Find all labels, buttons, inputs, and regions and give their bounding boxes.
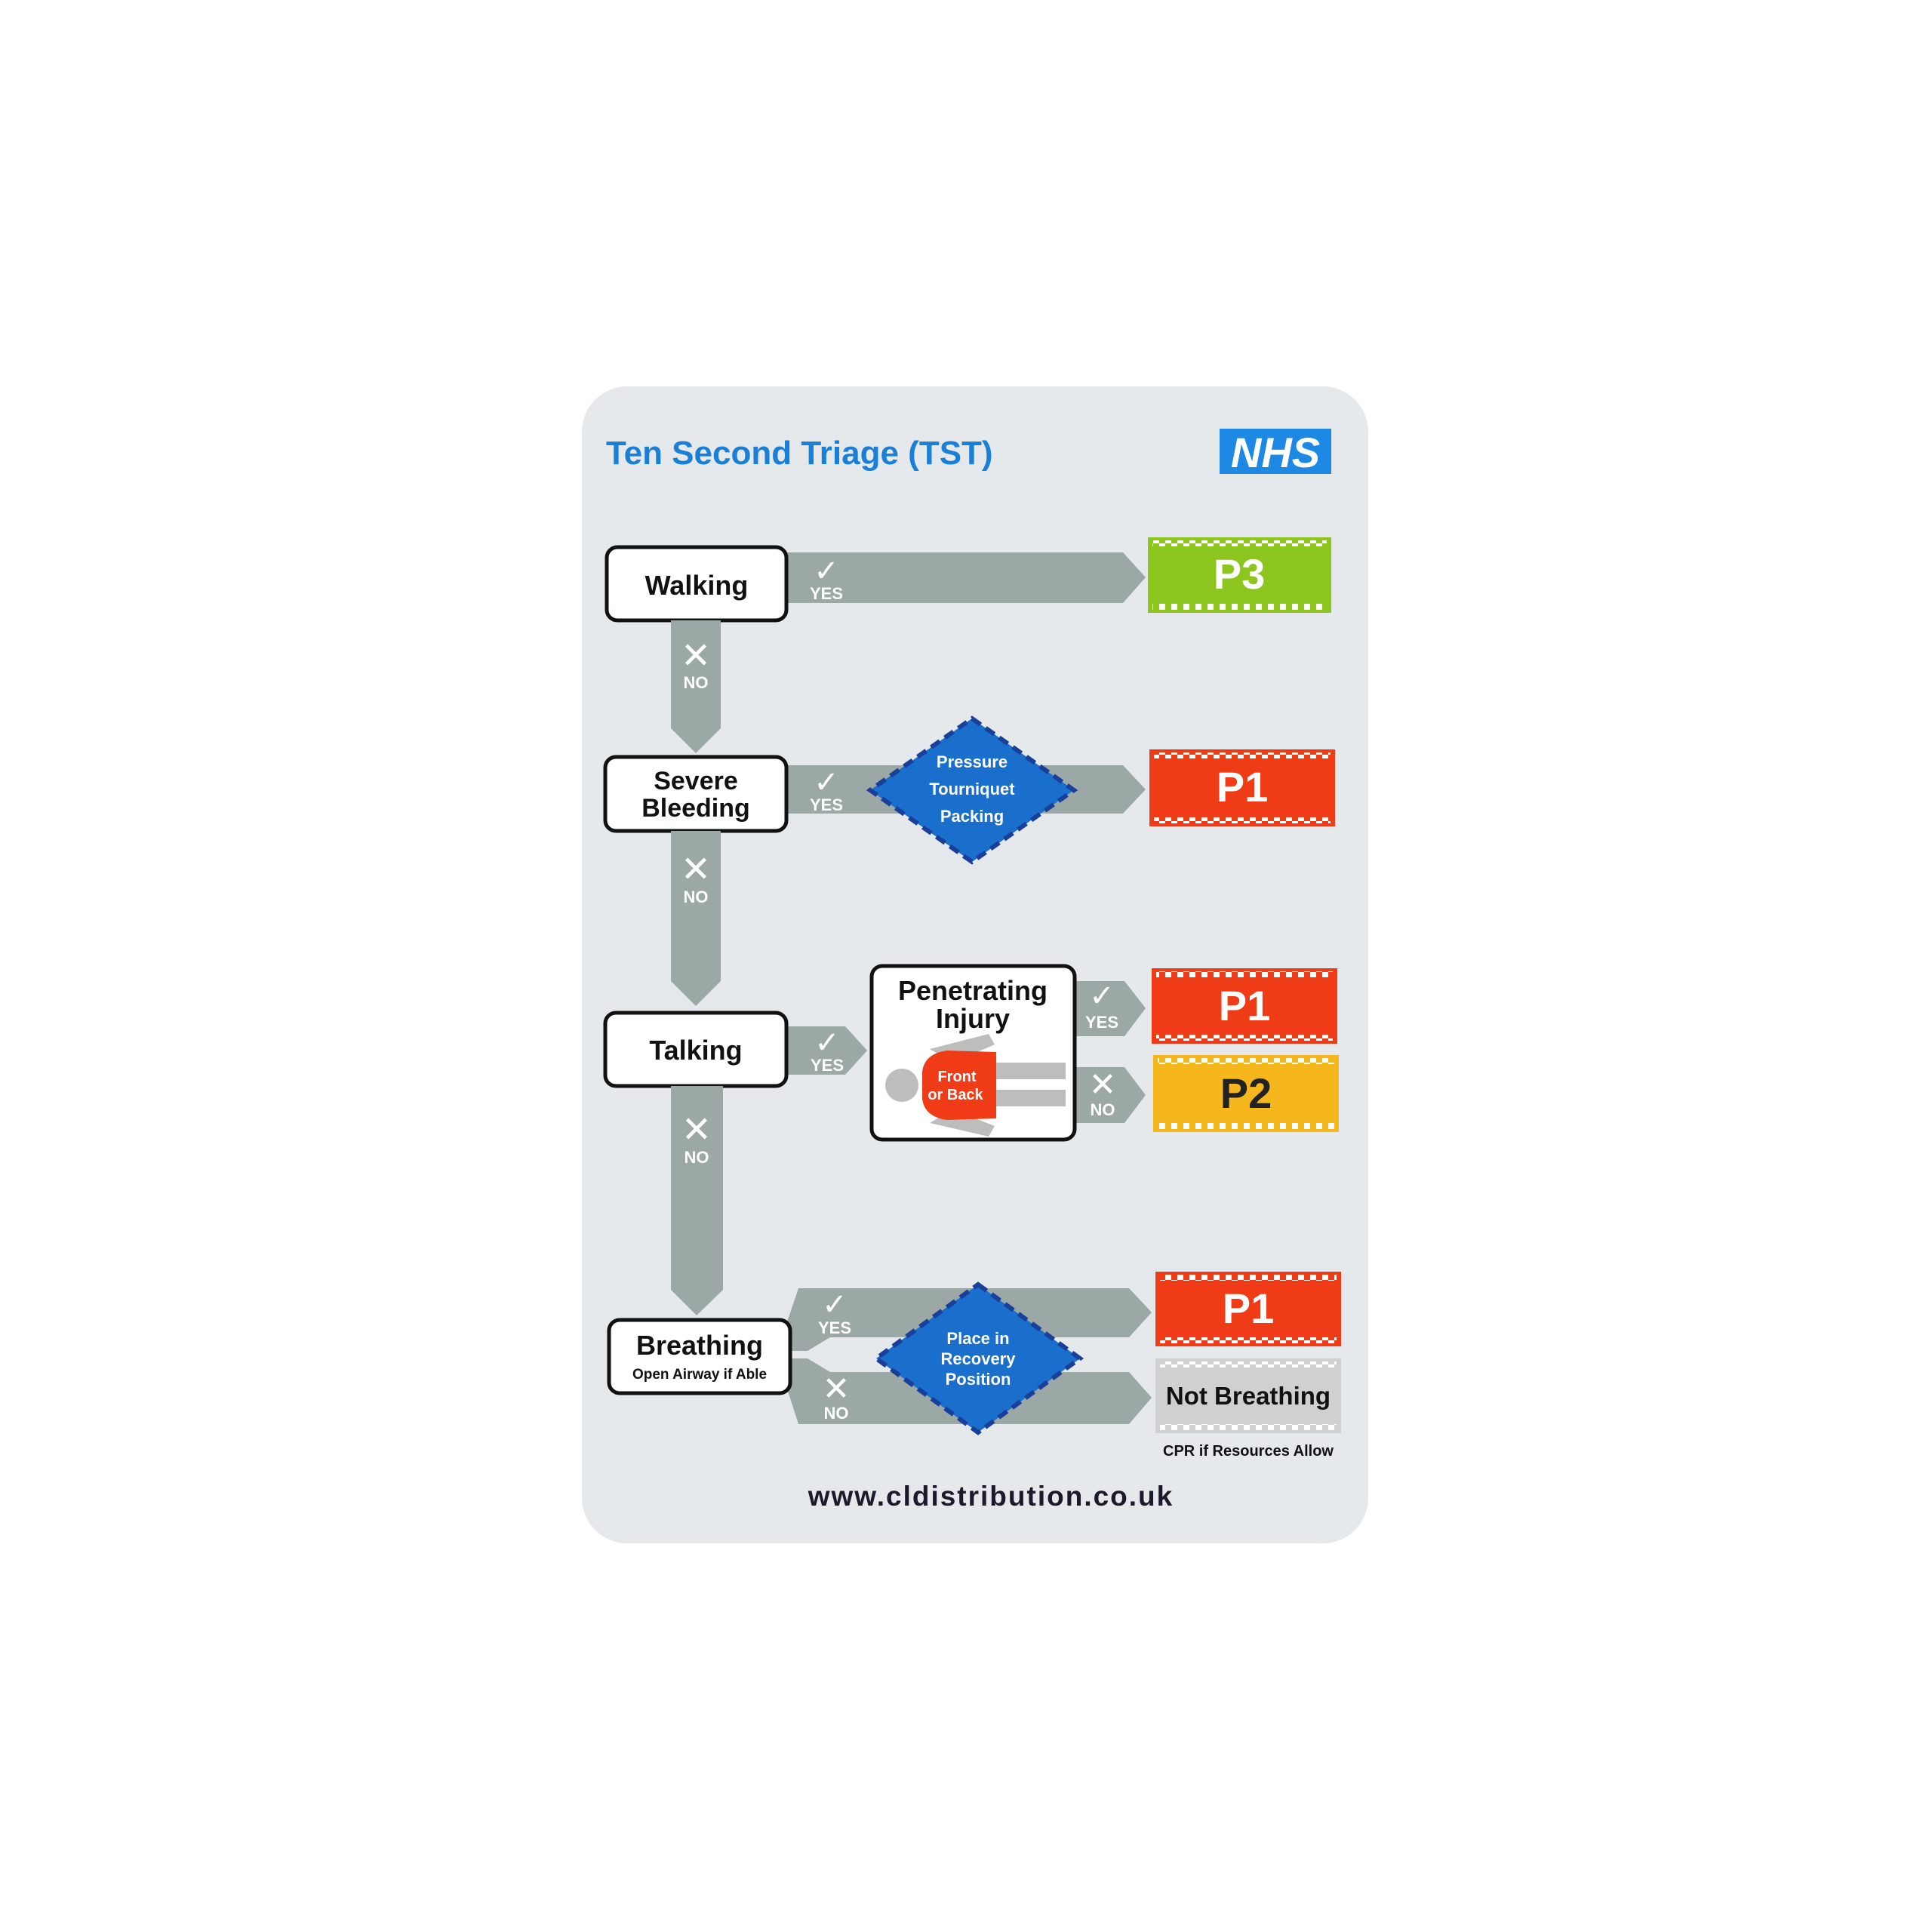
card-title: Ten Second Triage (TST) [606, 435, 993, 472]
yes-label: YES [818, 1318, 851, 1337]
svg-text:Place in: Place in [946, 1329, 1009, 1348]
talking-yes-arrow [786, 1026, 867, 1075]
svg-text:P1: P1 [1217, 763, 1269, 811]
svg-text:NHS: NHS [1231, 429, 1320, 476]
cross-icon: ✕ [681, 850, 711, 890]
svg-text:P3: P3 [1214, 550, 1266, 598]
no-label: NO [1091, 1100, 1115, 1119]
breathing-sublabel: Open Airway if Able [632, 1367, 767, 1383]
outcome-p1-breathing: P1 [1155, 1272, 1341, 1346]
walking-label: Walking [645, 570, 749, 601]
yes-label: YES [1085, 1013, 1118, 1032]
svg-text:P2: P2 [1220, 1069, 1272, 1117]
breathing-label: Breathing [636, 1330, 763, 1361]
penetrating-no-arrow [1075, 1067, 1146, 1123]
yes-label: YES [810, 795, 843, 814]
no-label: NO [684, 888, 709, 906]
outcome-p3: P3 [1148, 537, 1331, 613]
bleeding-no-arrow [671, 831, 721, 1006]
check-icon: ✓ [814, 1026, 840, 1060]
check-icon: ✓ [1089, 980, 1115, 1013]
yes-label: YES [811, 1056, 844, 1075]
no-label: NO [685, 1148, 709, 1167]
svg-text:Tourniquet: Tourniquet [929, 780, 1015, 798]
breathing-box [607, 1318, 792, 1395]
no-label: NO [684, 673, 709, 692]
outcome-p1-bleeding: P1 [1149, 749, 1335, 826]
talking-label: Talking [649, 1035, 742, 1066]
severe-bleeding-label-2: Bleeding [641, 794, 750, 823]
svg-text:Position: Position [946, 1370, 1011, 1389]
svg-text:or Back: or Back [928, 1087, 983, 1103]
outcome-p2: P2 [1153, 1055, 1339, 1132]
nhs-logo: NHS [1220, 429, 1331, 476]
svg-text:Injury: Injury [936, 1003, 1010, 1034]
svg-text:Packing: Packing [940, 807, 1004, 826]
cross-icon: ✕ [681, 1110, 712, 1150]
check-icon: ✓ [822, 1288, 848, 1321]
severe-bleeding-label-1: Severe [654, 767, 738, 795]
outcome-not-breathing: Not Breathing [1155, 1358, 1341, 1433]
talking-no-arrow [671, 1086, 723, 1315]
cross-icon: ✕ [681, 636, 711, 676]
penetrating-injury-box: Penetrating Injury Front or Back [869, 964, 1077, 1142]
cross-icon: ✕ [1089, 1066, 1117, 1103]
check-icon: ✓ [814, 766, 839, 799]
yes-label: YES [810, 584, 843, 603]
walking-yes-arrow [786, 552, 1146, 603]
svg-text:Penetrating: Penetrating [898, 975, 1048, 1006]
svg-text:Recovery: Recovery [940, 1349, 1016, 1368]
check-icon: ✓ [814, 555, 839, 588]
penetrating-yes-arrow [1075, 981, 1146, 1036]
cross-icon: ✕ [823, 1371, 851, 1407]
no-label: NO [824, 1404, 849, 1423]
bleeding-action-diamond: Pressure Tourniquet Packing [866, 715, 1078, 865]
svg-text:Pressure: Pressure [937, 752, 1008, 771]
walking-no-arrow [671, 620, 721, 753]
svg-text:Not Breathing: Not Breathing [1166, 1382, 1331, 1410]
svg-text:Front: Front [937, 1069, 976, 1085]
body-figure-icon: Front or Back [885, 1034, 1066, 1137]
website-link[interactable]: www.cldistribution.co.uk [808, 1481, 1174, 1512]
svg-text:P1: P1 [1219, 982, 1271, 1029]
outcome-p1-penetrating: P1 [1152, 968, 1337, 1044]
cpr-note: CPR if Resources Allow [1163, 1443, 1334, 1460]
recovery-action-diamond: Place in Recovery Position [872, 1281, 1084, 1435]
svg-text:P1: P1 [1223, 1284, 1275, 1332]
